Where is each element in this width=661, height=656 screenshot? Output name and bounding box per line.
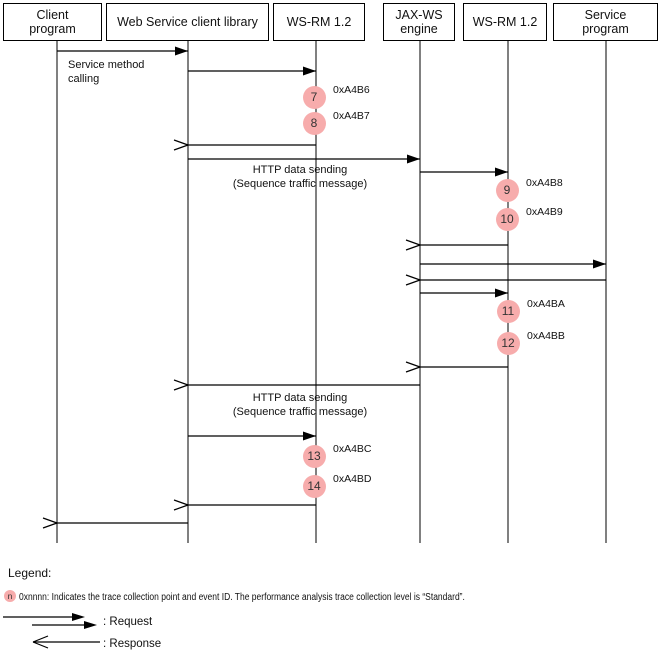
event-marker: 9 bbox=[495, 178, 519, 202]
event-id-label: 0xA4BC bbox=[333, 443, 372, 455]
response-arrowhead-icon bbox=[405, 361, 421, 368]
response-arrowhead-icon bbox=[405, 274, 421, 281]
response-arrowhead-icon bbox=[173, 144, 189, 151]
request-arrowhead-icon bbox=[495, 167, 508, 177]
response-arrow-icon bbox=[32, 635, 100, 649]
event-marker: 10 bbox=[495, 207, 519, 231]
response-arrowhead-icon bbox=[173, 379, 189, 386]
actor-box: WS-RM 1.2 bbox=[273, 3, 365, 41]
actor-box: JAX-WS engine bbox=[383, 3, 455, 41]
event-id-label: 0xA4B8 bbox=[526, 177, 563, 189]
event-number: 12 bbox=[501, 336, 515, 350]
response-arrowhead-icon bbox=[405, 366, 421, 373]
response-arrowhead-icon bbox=[173, 504, 189, 511]
event-number: 11 bbox=[501, 304, 515, 318]
request-arrowhead-icon bbox=[407, 154, 420, 164]
event-number: 13 bbox=[307, 449, 321, 463]
actor-box: WS-RM 1.2 bbox=[463, 3, 547, 41]
actor-label: Web Service client library bbox=[117, 14, 258, 29]
event-marker: 12 bbox=[496, 331, 520, 355]
actor-label: WS-RM 1.2 bbox=[472, 14, 538, 29]
actor-box: Client program bbox=[3, 3, 102, 41]
actor-label: Client program bbox=[29, 7, 76, 37]
event-marker: 13 bbox=[302, 444, 326, 468]
actor-label: JAX-WS engine bbox=[395, 7, 443, 37]
actor-box: Web Service client library bbox=[106, 3, 269, 41]
event-marker: 11 bbox=[496, 299, 520, 323]
response-arrowhead-icon bbox=[42, 517, 58, 524]
actor-label: WS-RM 1.2 bbox=[286, 14, 352, 29]
actor-box: Service program bbox=[553, 3, 658, 41]
response-arrowhead-icon bbox=[405, 239, 421, 246]
legend-title: Legend: bbox=[8, 566, 52, 580]
request-arrowhead-icon bbox=[303, 66, 316, 76]
response-arrowhead-icon bbox=[173, 384, 189, 391]
event-number: 7 bbox=[310, 90, 318, 104]
event-number: 9 bbox=[503, 183, 511, 197]
event-marker: 14 bbox=[302, 474, 326, 498]
response-arrowhead-icon bbox=[173, 499, 189, 506]
event-id-label: 0xA4BB bbox=[527, 330, 565, 342]
event-id-label: 0xA4B7 bbox=[333, 110, 370, 122]
event-id-label: 0xA4BD bbox=[333, 473, 372, 485]
response-arrowhead-icon bbox=[405, 244, 421, 251]
event-marker: 7 bbox=[302, 85, 326, 109]
request-arrowhead-icon bbox=[593, 259, 606, 269]
response-arrowhead-icon bbox=[405, 279, 421, 286]
event-number: 14 bbox=[307, 479, 321, 493]
message-note: HTTP data sending (Sequence traffic mess… bbox=[232, 164, 368, 190]
response-arrowhead-icon bbox=[42, 522, 58, 529]
message-note: HTTP data sending (Sequence traffic mess… bbox=[232, 392, 368, 418]
response-arrowhead-icon bbox=[173, 139, 189, 146]
trace-point-icon: n bbox=[4, 590, 16, 602]
legend-marker-text: 0xnnnn: Indicates the trace collection p… bbox=[19, 592, 465, 603]
message-note: Service method calling bbox=[68, 59, 145, 85]
request-legend-label: : Request bbox=[103, 616, 153, 628]
request-arrowhead-icon bbox=[303, 431, 316, 441]
event-marker: 8 bbox=[302, 111, 326, 135]
event-id-label: 0xA4BA bbox=[527, 298, 565, 310]
event-id-label: 0xA4B9 bbox=[526, 206, 563, 218]
request-arrow-icon bbox=[3, 613, 97, 629]
event-number: 8 bbox=[310, 116, 318, 130]
request-arrowhead-icon bbox=[175, 46, 188, 56]
response-legend-label: : Response bbox=[103, 638, 162, 650]
event-number: 10 bbox=[500, 212, 514, 226]
actor-label: Service program bbox=[582, 7, 629, 37]
request-arrowhead-icon bbox=[495, 288, 508, 298]
event-id-label: 0xA4B6 bbox=[333, 84, 370, 96]
